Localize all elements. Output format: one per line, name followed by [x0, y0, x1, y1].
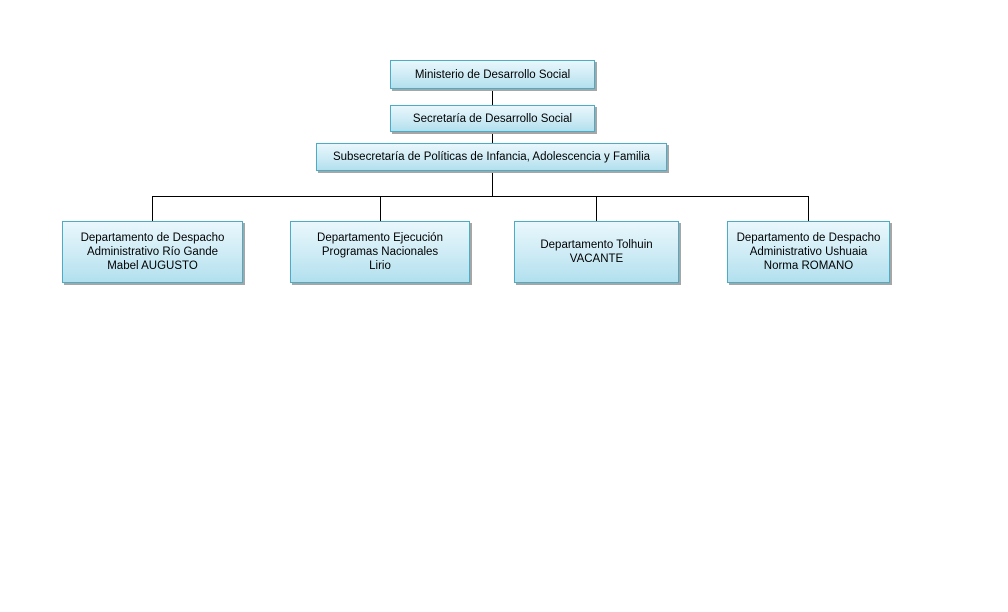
org-node-line: Administrativo Río Gande: [86, 246, 219, 258]
org-node-line: Programas Nacionales: [321, 246, 439, 258]
org-node-dpto-despacho-rio-gande: Departamento de Despacho Administrativo …: [62, 221, 243, 283]
org-node-dpto-despacho-ushuaia: Departamento de Despacho Administrativo …: [727, 221, 890, 283]
org-node-secretaria: Secretaría de Desarrollo Social: [390, 105, 595, 132]
org-node-line: Mabel AUGUSTO: [107, 260, 198, 272]
org-node-line: Lirio: [369, 260, 391, 272]
org-node-dpto-ejecucion-programas: Departamento Ejecución Programas Naciona…: [290, 221, 470, 283]
org-node-line: Departamento Ejecución: [317, 232, 443, 244]
connector-bus: [152, 196, 809, 197]
org-node-line: Administrativo Ushuaia: [749, 246, 868, 258]
org-node-line: Departamento de Despacho: [736, 232, 881, 244]
connector-subsecretaria-stub: [492, 173, 493, 196]
org-node-line: Departamento Tolhuin: [540, 239, 653, 251]
org-node-subsecretaria-label: Subsecretaría de Políticas de Infancia, …: [332, 151, 651, 163]
org-node-subsecretaria: Subsecretaría de Políticas de Infancia, …: [316, 143, 667, 171]
connector-secretaria-subsecretaria: [492, 134, 493, 143]
connector-drop-rio-gande: [152, 196, 153, 221]
org-node-line: Departamento de Despacho: [80, 232, 225, 244]
org-node-line: VACANTE: [569, 253, 624, 265]
connector-drop-ushuaia: [808, 196, 809, 221]
org-node-secretaria-label: Secretaría de Desarrollo Social: [412, 112, 573, 125]
connector-drop-ejecucion: [380, 196, 381, 221]
connector-ministerio-secretaria: [492, 91, 493, 105]
org-node-dpto-tolhuin: Departamento Tolhuin VACANTE: [514, 221, 679, 283]
org-node-ministerio: Ministerio de Desarrollo Social: [390, 60, 595, 89]
org-node-ministerio-label: Ministerio de Desarrollo Social: [414, 68, 571, 81]
org-node-line: Norma ROMANO: [763, 260, 854, 272]
connector-drop-tolhuin: [596, 196, 597, 221]
